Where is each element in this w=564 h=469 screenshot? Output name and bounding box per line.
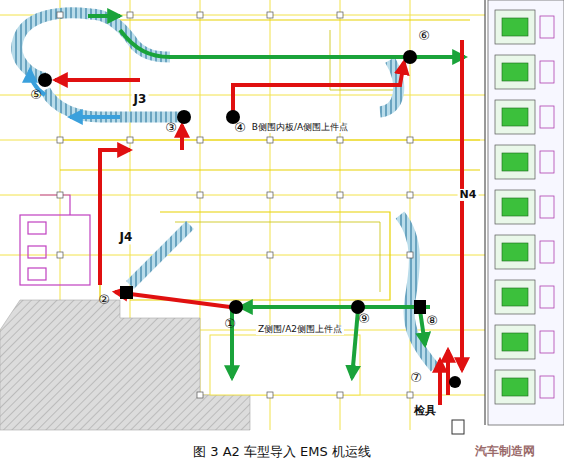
callout-number: ③ — [165, 121, 177, 135]
station-label: B侧围内板/A侧围上件点 — [250, 123, 350, 133]
callout-number: ④ — [234, 121, 246, 135]
callout-number: ② — [98, 293, 110, 307]
callout-number: J4 — [118, 231, 135, 244]
callout-number: ⑥ — [418, 29, 430, 43]
figure-caption: 图 3 A2 车型导入 EMS 机运线 — [190, 445, 374, 459]
callout-number: J3 — [132, 93, 149, 106]
station-label: Z侧围/A2侧围上件点 — [256, 325, 344, 335]
station-label: 检具 — [412, 405, 438, 417]
callout-number: ⑨ — [358, 312, 370, 326]
watermark: 汽车制造网 — [475, 445, 535, 458]
callout-number: N4 — [458, 189, 479, 201]
callout-number: ⑦ — [410, 371, 422, 385]
callout-number: ⑤ — [30, 88, 42, 102]
callout-number: ⑧ — [426, 314, 438, 328]
callout-number: ① — [224, 317, 236, 331]
